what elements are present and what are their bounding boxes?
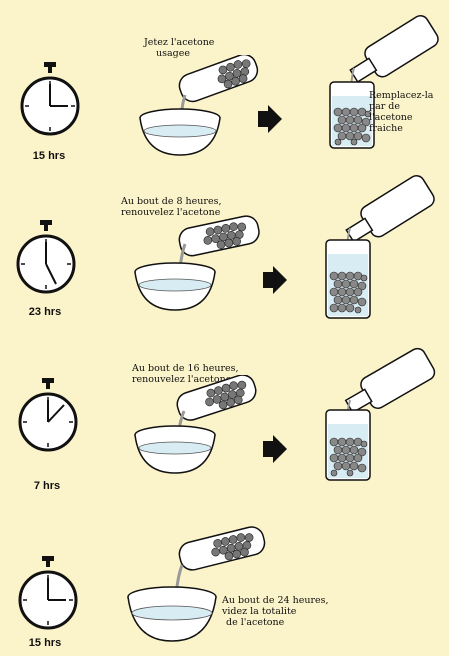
pour-caption: Au bout de 8 heures, renouvelez l'aceton… (121, 196, 222, 218)
pour-into-bowl-illustration (124, 525, 274, 654)
arrow-right-icon (258, 105, 282, 133)
refill-glass-illustration (318, 12, 448, 156)
pour-into-bowl-illustration (135, 53, 275, 169)
refill-caption: Remplacez-la par de l'acetone fraiche (369, 90, 434, 134)
arrow-right-icon (263, 435, 287, 463)
stopwatch-icon (14, 220, 78, 306)
refill-glass-illustration (314, 172, 444, 326)
pour-caption: Jetez l'acetone usagee (144, 37, 215, 59)
stopwatch-icon (18, 62, 82, 148)
pour-into-bowl-illustration (130, 212, 270, 326)
elapsed-time-label: 7 hrs (33, 480, 61, 492)
final-caption: Au bout de 24 heures, videz la totalite … (222, 595, 329, 628)
stopwatch-icon (16, 556, 80, 642)
arrow-right-icon (263, 266, 287, 294)
pour-into-bowl-illustration (130, 374, 270, 489)
pour-caption: Au bout de 16 heures, renouvelez l'aceto… (132, 363, 239, 385)
elapsed-time-label: 15 hrs (32, 150, 66, 162)
stopwatch-icon (16, 378, 80, 464)
refill-glass-illustration (314, 344, 444, 488)
elapsed-time-label: 23 hrs (28, 306, 62, 318)
elapsed-time-label: 15 hrs (28, 637, 62, 649)
